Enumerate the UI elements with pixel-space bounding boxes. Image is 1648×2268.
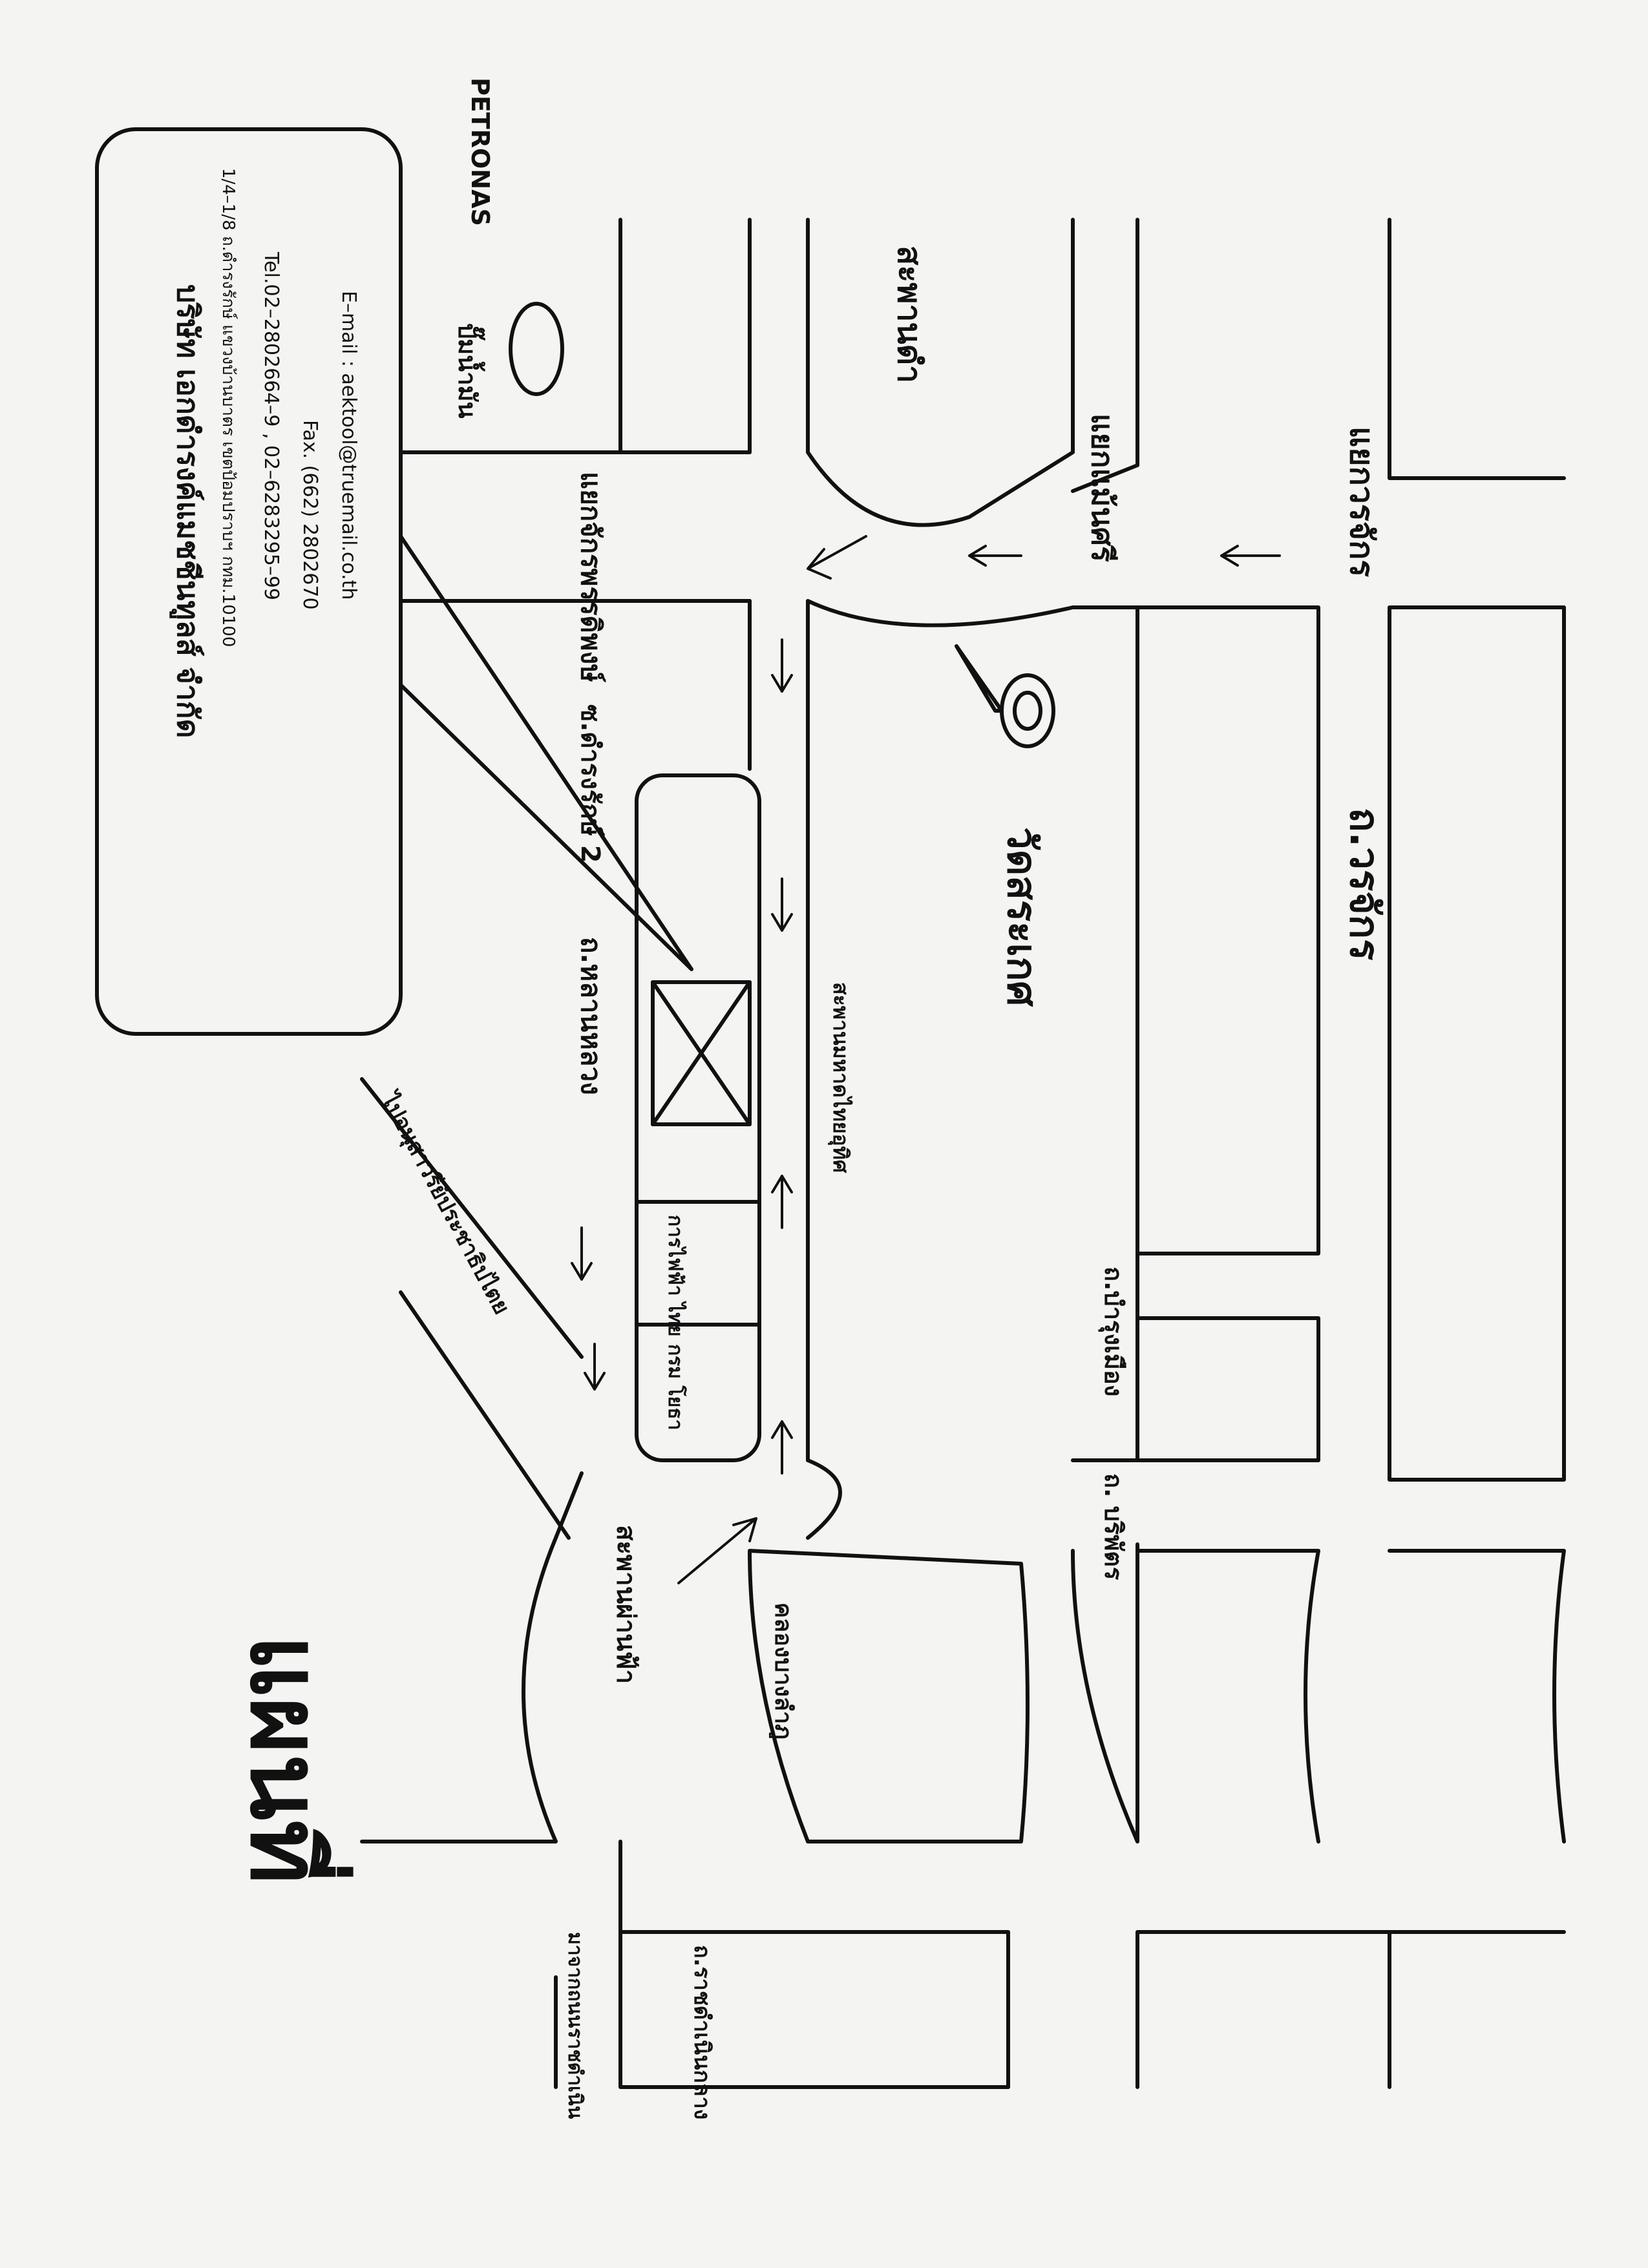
company-tel: Tel.02–2802664–9 , 02–6283295–99 [260,251,282,600]
label-yaek-chakkraphat: แยกจักรพรรดิพงษ์ [575,472,607,683]
label-to-democracy: ไปอนุสาวรีย์ประชาธิปไตย [375,1087,515,1319]
label-yaek-worachak: แยกวรจักร [1343,426,1380,577]
label-soi-2: ซ.ดำรงรักษ์ 2 [575,704,605,863]
company-email: E–mail : aektool@truemail.co.th [337,291,360,600]
label-ratchadamnoen-klang: ถ.ราชดำเนินกลาง [689,1945,715,2119]
gas-station-icon [509,302,564,396]
label-from-ratchadamnoen: มาจากถนนราชดำเนิน [564,1932,586,2119]
label-sapan-mahadthai: สะพานมหาดไทยอุทิศ [827,982,853,1173]
label-gas-station: ปั๊มน้ำมัน [453,323,485,419]
label-krom-yotha: กรม โยธา [664,1344,688,1430]
road-lines [360,218,1566,2089]
label-road-2: ถ. บริพัตร [1099,1473,1128,1580]
label-petronas: PETRONAS [466,78,494,226]
label-khlong-banglamphu: คลองบางลำภู [768,1602,796,1739]
traffic-arrows [571,535,1281,1584]
label-thanon-worachak: ถ.วรจักร [1341,808,1388,960]
temple-icon [955,644,1055,748]
label-wat-saket: วัดสระเกศ [998,827,1046,1007]
company-address: 1/4–1/8 ถ.ดำรงรักษ์ แขวงบ้านบาตร เขตป้อม… [218,168,238,647]
label-kan-fai-fa: การไฟฟ้า ไทย [664,1215,687,1336]
label-sapan-dam: สะพานดำ [891,246,928,383]
company-fax: Fax. (662) 2802670 [299,420,321,610]
label-sapan-phan-fa: สะพานผ่านฟ้า [611,1525,640,1684]
company-info-box [95,127,403,1036]
place-labels: PETRONAS ปั๊มน้ำมัน แยกจักรพรรดิพงษ์ สะพ… [375,78,1388,2119]
company-name: บริษัท เอกดำรงค์แมชชีนทูลส์ จำกัด [169,284,206,738]
label-yaek-maen-si: แยกแม้นศรี [1085,414,1120,562]
map-title: แผนที่ [229,1635,354,1884]
label-lan-luang: ถ.หลานหลวง [575,937,607,1095]
company-info: บริษัท เอกดำรงค์แมชชีนทูลส์ จำกัด 1/4–1/… [169,168,360,738]
label-road-bo-ban: ถ.บำรุงเมือง [1098,1266,1128,1396]
